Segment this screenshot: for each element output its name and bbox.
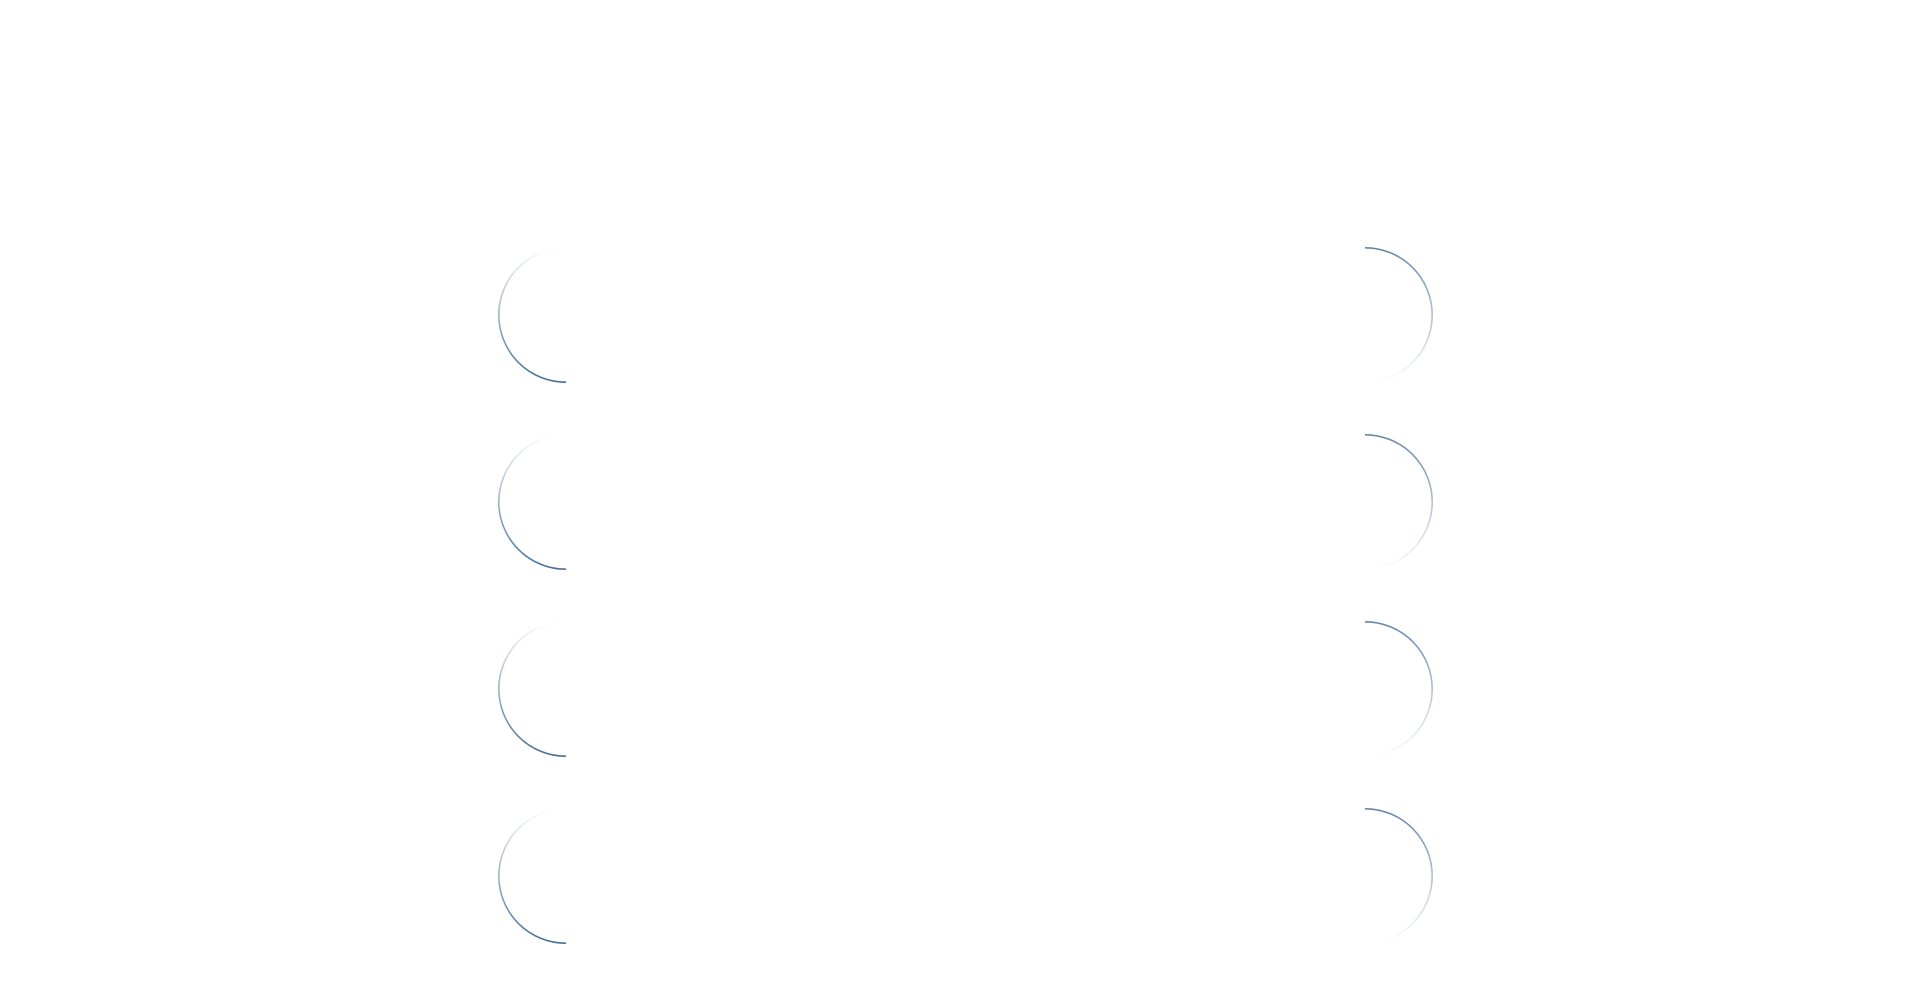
menu-item-4[interactable] bbox=[498, 808, 1433, 944]
menu-item-1[interactable] bbox=[498, 247, 1433, 383]
menu-item-label bbox=[588, 247, 1343, 383]
menu-item-outline bbox=[498, 434, 1433, 570]
menu-item-outline bbox=[498, 247, 1433, 383]
menu-item-3[interactable] bbox=[498, 621, 1433, 757]
menu-list bbox=[498, 247, 1433, 944]
menu-item-outline bbox=[498, 808, 1433, 944]
menu-item-label bbox=[588, 621, 1343, 757]
menu-item-label bbox=[588, 808, 1343, 944]
menu-item-2[interactable] bbox=[498, 434, 1433, 570]
menu-item-outline bbox=[498, 621, 1433, 757]
menu-item-label bbox=[588, 434, 1343, 570]
